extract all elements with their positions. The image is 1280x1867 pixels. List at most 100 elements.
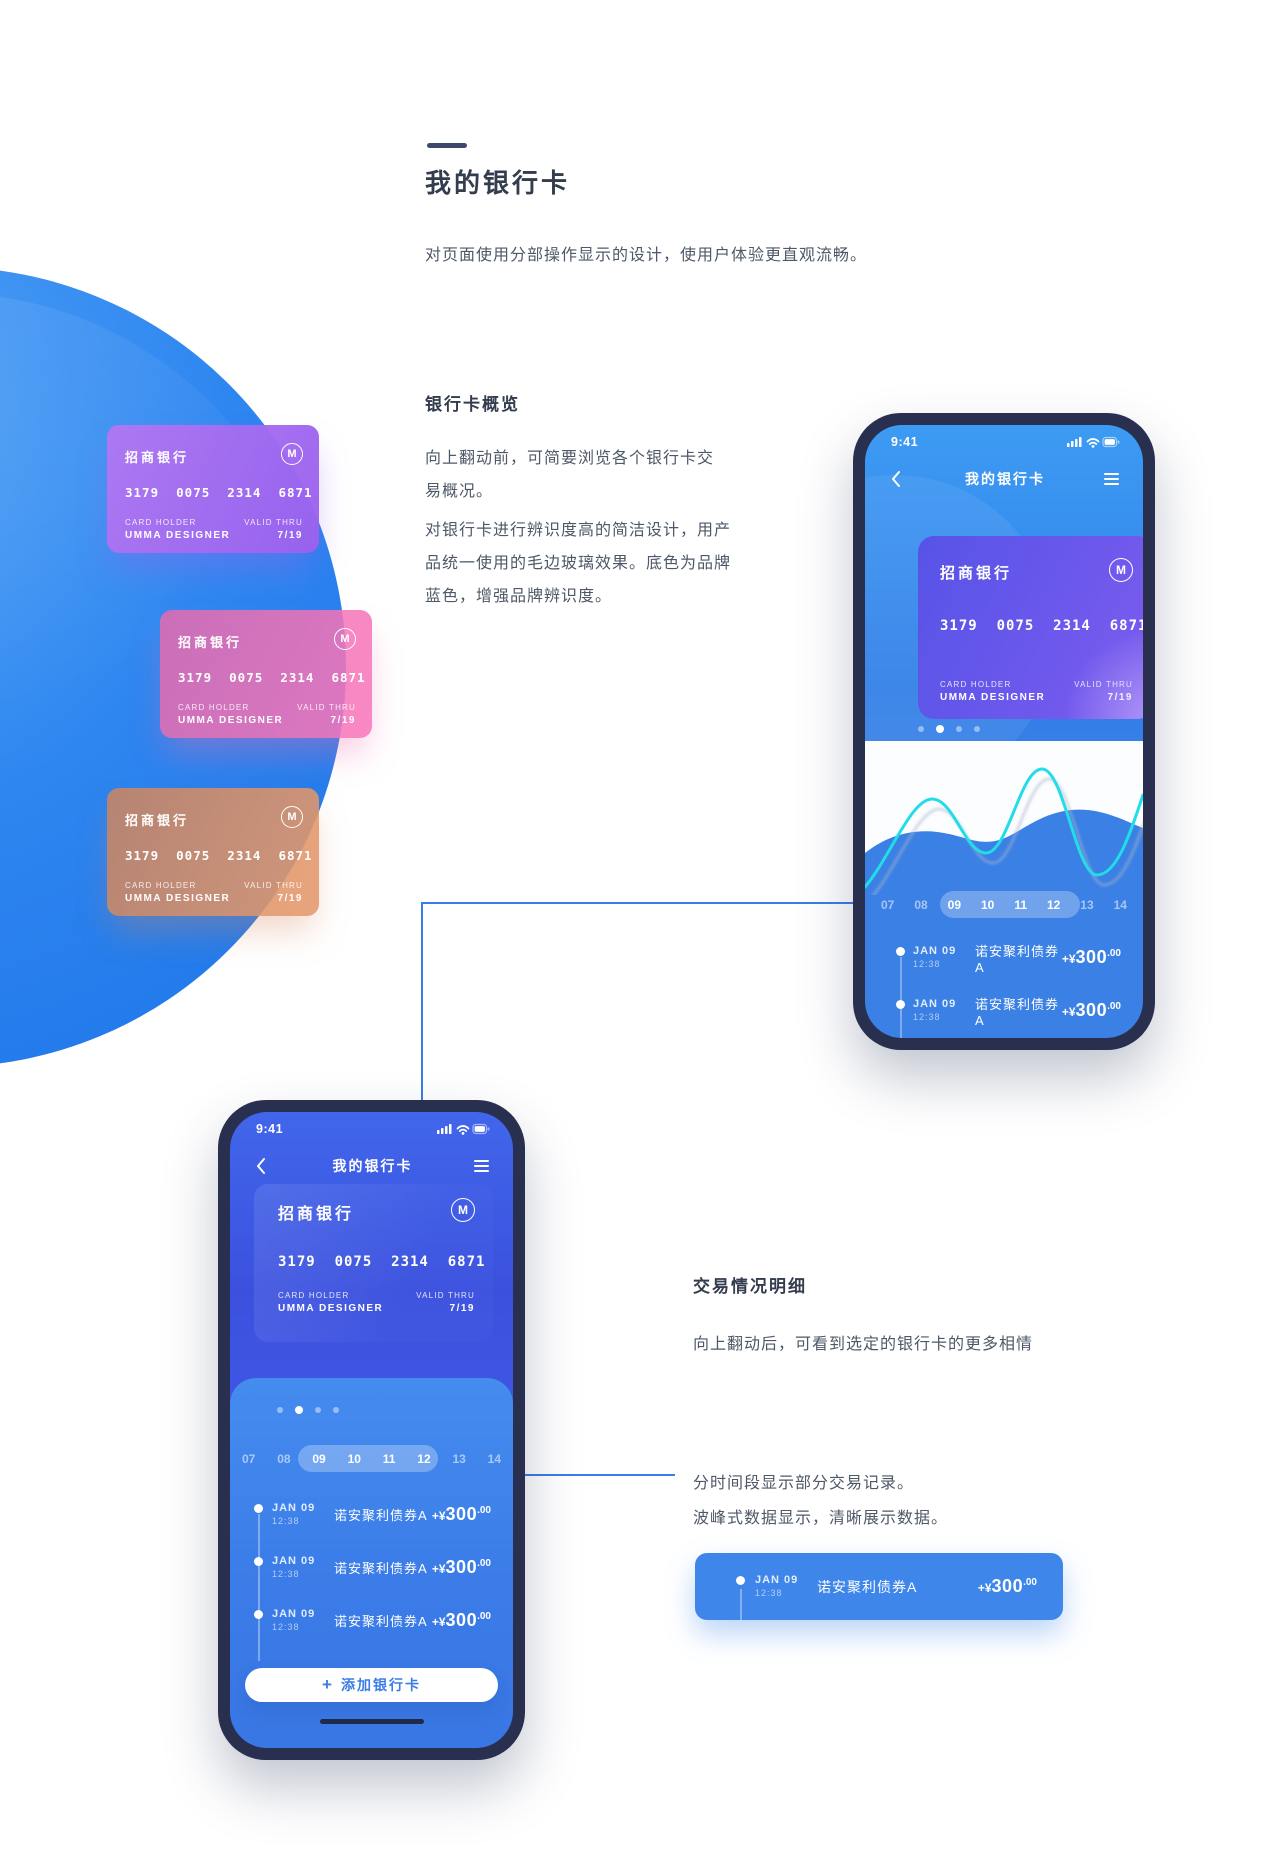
card-holder-label: CARD HOLDER <box>278 1291 350 1300</box>
cmb-logo-letter: M <box>287 447 297 460</box>
valid-thru-value: 7/19 <box>449 1303 475 1314</box>
pagination-dot[interactable] <box>918 726 924 732</box>
card-holder-label: CARD HOLDER <box>178 703 250 712</box>
txn-time: 12:38 <box>272 1568 300 1579</box>
valid-thru-label: VALID THRU <box>244 518 303 527</box>
pagination-dot[interactable] <box>315 1407 321 1413</box>
nav-bar: 我的银行卡 <box>256 1156 489 1176</box>
add-card-label: 添加银行卡 <box>340 1677 421 1693</box>
txn-currency: +¥ <box>1061 952 1076 966</box>
overview-paragraph-2: 对银行卡进行辨识度高的简洁设计，用产 品统一使用的毛边玻璃效果。底色为品牌 蓝色… <box>425 514 731 613</box>
hour-11[interactable]: 11 <box>382 1452 396 1466</box>
valid-thru-value: 7/19 <box>330 715 356 726</box>
cmb-logo-icon: M <box>1109 558 1133 582</box>
phone-mockup-detail: 9:41 <box>218 1100 525 1760</box>
timeline-line <box>900 957 902 1038</box>
battery-icon <box>472 1123 490 1135</box>
menu-icon[interactable] <box>1104 473 1119 485</box>
txn-amount: +¥300.00 <box>432 1504 491 1525</box>
hour-timeline: 07 08 09 10 11 12 13 14 <box>230 1445 513 1473</box>
hour-12[interactable]: 12 <box>1046 898 1061 912</box>
hour-10[interactable]: 10 <box>980 898 995 912</box>
pagination-dot[interactable] <box>956 726 962 732</box>
timeline-dot <box>896 946 905 956</box>
txn-amount: +¥300.00 <box>978 1576 1037 1597</box>
txn-time: 12:38 <box>913 958 941 969</box>
pagination-dot[interactable] <box>333 1407 339 1413</box>
card-holder-name: UMMA DESIGNER <box>940 692 1046 703</box>
txn-cents: .00 <box>1023 1577 1037 1588</box>
hour-11[interactable]: 11 <box>1014 898 1027 912</box>
back-icon[interactable] <box>891 470 901 488</box>
bank-card-pink: 招商银行 M 3179 0075 2314 6871 CARD HOLDER U… <box>160 610 372 738</box>
detail-p1-line1: 向上翻动后，可看到选定的银行卡的更多相情 <box>693 1336 1034 1353</box>
cmb-logo-icon: M <box>281 443 303 465</box>
card-holder-label: CARD HOLDER <box>125 518 197 527</box>
txn-value: 300 <box>445 1557 478 1577</box>
overview-p2-line3: 蓝色，增强品牌辨识度。 <box>425 588 613 605</box>
wifi-icon <box>1086 438 1100 445</box>
selected-hours-pill <box>298 1445 438 1472</box>
txn-cents: .00 <box>1107 948 1121 959</box>
phone2-screen: 9:41 <box>230 1112 513 1748</box>
menu-icon[interactable] <box>474 1160 489 1172</box>
card-pagination-dots <box>918 725 980 733</box>
detail-paragraph-1: 向上翻动后，可看到选定的银行卡的更多相情 <box>693 1328 1033 1361</box>
timeline-dot <box>254 1503 263 1513</box>
status-time: 9:41 <box>256 1122 284 1136</box>
card-holder-block: CARD HOLDER UMMA DESIGNER <box>940 680 1045 703</box>
card-holder-name: UMMA DESIGNER <box>125 893 231 904</box>
card-number: 3179 0075 2314 6871 <box>940 618 1143 634</box>
txn-name: 诺安聚利债券A <box>334 1508 428 1523</box>
back-icon[interactable] <box>256 1157 266 1175</box>
transactions-wave-chart <box>865 741 1143 895</box>
bank-name: 招商银行 <box>125 450 190 465</box>
cmb-logo-letter: M <box>340 632 350 645</box>
txn-amount: +¥300.00 <box>432 1610 491 1631</box>
bank-name: 招商银行 <box>278 1206 355 1223</box>
hour-13[interactable]: 13 <box>1080 898 1094 912</box>
txn-currency: +¥ <box>977 1581 992 1595</box>
wifi-icon <box>456 1125 470 1132</box>
hour-14[interactable]: 14 <box>1113 898 1127 912</box>
valid-thru-value: 7/19 <box>1107 692 1133 703</box>
home-indicator[interactable] <box>319 1719 424 1724</box>
add-bank-card-button[interactable]: + 添加银行卡 <box>245 1668 498 1702</box>
cmb-logo-icon: M <box>451 1198 475 1222</box>
hour-14[interactable]: 14 <box>487 1452 501 1466</box>
cmb-logo-letter: M <box>458 1203 468 1217</box>
signal-icon <box>437 1124 452 1134</box>
hour-08[interactable]: 08 <box>277 1452 291 1466</box>
hour-07[interactable]: 07 <box>881 898 895 912</box>
hour-09[interactable]: 09 <box>947 898 962 912</box>
pagination-dot[interactable] <box>277 1407 283 1413</box>
selected-bank-card[interactable]: 招商银行 M 3179 0075 2314 6871 CARD HOLDER U… <box>918 536 1143 719</box>
hour-13[interactable]: 13 <box>452 1452 466 1466</box>
pagination-dot-active[interactable] <box>936 725 944 733</box>
txn-amount: +¥300.00 <box>1062 947 1121 968</box>
valid-thru-label: VALID THRU <box>1074 680 1133 689</box>
card-valid-block: VALID THRU 7/19 <box>244 881 303 904</box>
timeline-dot <box>254 1609 263 1619</box>
cmb-logo-letter: M <box>1116 563 1126 577</box>
pagination-dot[interactable] <box>974 726 980 732</box>
pagination-dot-active[interactable] <box>295 1406 303 1414</box>
txn-value: 300 <box>445 1504 478 1524</box>
card-holder-block: CARD HOLDER UMMA DESIGNER <box>125 518 230 541</box>
hour-10[interactable]: 10 <box>347 1452 361 1466</box>
hour-12[interactable]: 12 <box>417 1452 431 1466</box>
hour-09[interactable]: 09 <box>312 1452 326 1466</box>
txn-value: 300 <box>1075 947 1108 967</box>
hour-07[interactable]: 07 <box>242 1452 256 1466</box>
txn-time: 12:38 <box>755 1587 783 1598</box>
timeline-line <box>258 1514 260 1661</box>
hour-08[interactable]: 08 <box>914 898 928 912</box>
card-holder-name: UMMA DESIGNER <box>278 1303 384 1314</box>
nav-title: 我的银行卡 <box>965 471 1045 487</box>
